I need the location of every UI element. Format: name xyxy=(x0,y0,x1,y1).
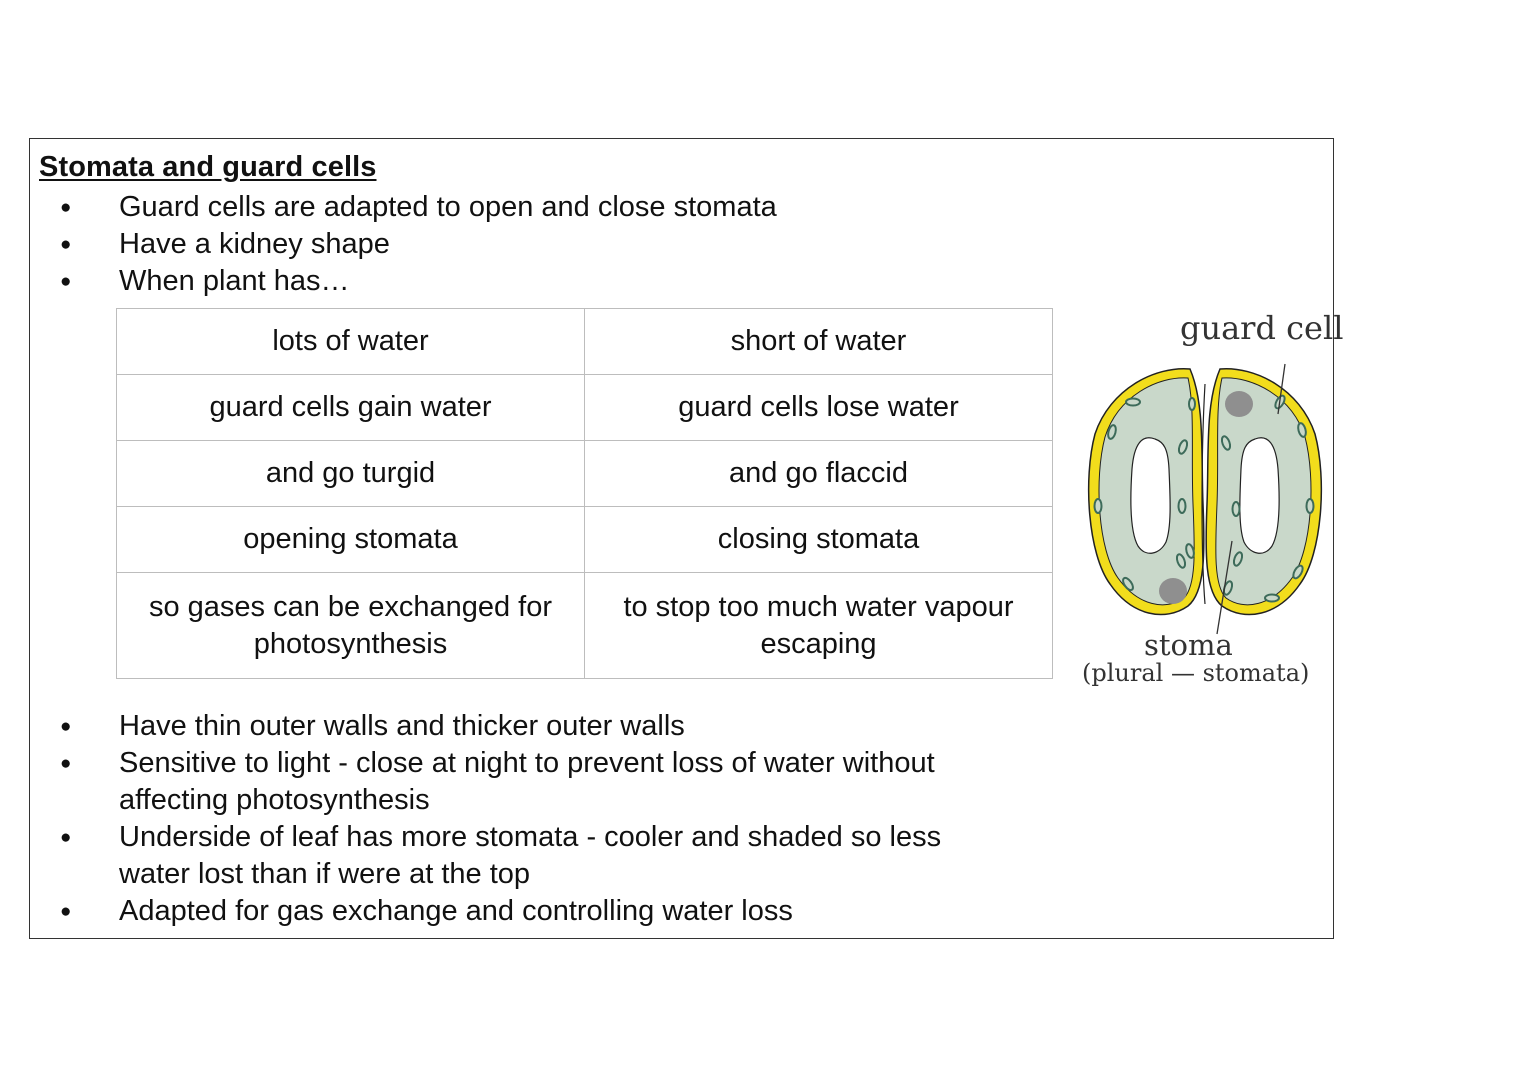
table-cell: guard cells lose water xyxy=(584,374,1053,441)
table-cell: and go turgid xyxy=(116,440,585,507)
table-cell: opening stomata xyxy=(116,506,585,573)
stoma-pore xyxy=(1201,383,1206,605)
bullet-item: Adapted for gas exchange and controlling… xyxy=(30,893,1019,930)
table-row: and go turgid and go flaccid xyxy=(116,440,1053,507)
table-row: guard cells gain water guard cells lose … xyxy=(116,374,1053,441)
stoma-leader-line xyxy=(1216,540,1233,635)
table-cell: to stop too much water vapour escaping xyxy=(584,572,1053,679)
section-title: Stomata and guard cells xyxy=(39,151,377,183)
table-cell: lots of water xyxy=(116,308,585,375)
table-row: lots of water short of water xyxy=(116,308,1053,375)
stoma-plural-label: (plural — stomata) xyxy=(1082,659,1310,687)
table-cell: guard cells gain water xyxy=(116,374,585,441)
guard-cell-leader-line xyxy=(1277,363,1286,415)
outro-bullet-list: Have thin outer walls and thicker outer … xyxy=(30,708,1019,930)
guard-cell-diagram xyxy=(1087,363,1323,635)
table-row: opening stomata closing stomata xyxy=(116,506,1053,573)
table-cell: so gases can be exchanged for photosynth… xyxy=(116,572,585,679)
right-guard-cell xyxy=(1205,368,1323,616)
bullet-item: Guard cells are adapted to open and clos… xyxy=(30,189,1019,226)
bullet-item: Sensitive to light - close at night to p… xyxy=(30,745,1019,819)
table-row: so gases can be exchanged for photosynth… xyxy=(116,572,1053,679)
left-guard-cell xyxy=(1087,368,1205,616)
bullet-item: Have thin outer walls and thicker outer … xyxy=(30,708,1019,745)
water-comparison-table: lots of water short of water guard cells… xyxy=(116,308,1053,679)
table-cell: and go flaccid xyxy=(584,440,1053,507)
bullet-item: Underside of leaf has more stomata - coo… xyxy=(30,819,1019,893)
bullet-item: When plant has… xyxy=(30,263,1019,300)
table-cell: closing stomata xyxy=(584,506,1053,573)
stoma-label: stoma xyxy=(1144,628,1233,662)
bullet-item: Have a kidney shape xyxy=(30,226,1019,263)
table-cell: short of water xyxy=(584,308,1053,375)
intro-bullet-list: Guard cells are adapted to open and clos… xyxy=(30,189,1019,300)
guard-cell-label: guard cell xyxy=(1180,309,1344,347)
notes-card: Stomata and guard cells Guard cells are … xyxy=(29,138,1343,939)
